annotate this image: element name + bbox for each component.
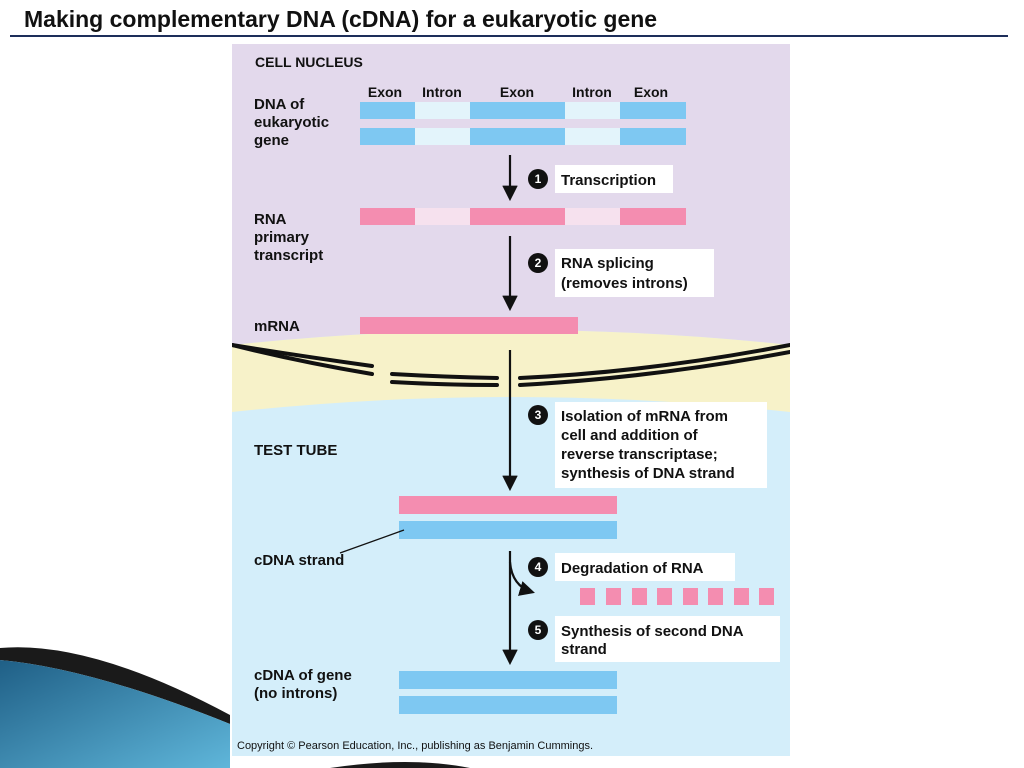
slide-title: Making complementary DNA (cDNA) for a eu… xyxy=(24,6,658,32)
cdna-gene-strand-1 xyxy=(399,671,617,689)
mrna-template-strand xyxy=(399,496,617,514)
row-label-dna: DNA of eukaryotic gene xyxy=(254,96,329,149)
step-1-badge xyxy=(528,169,548,189)
header-exon-2: Exon xyxy=(500,84,534,100)
dna-exon-1-bottom xyxy=(360,128,415,145)
step-5-badge xyxy=(528,620,548,640)
dna-intron-2-top xyxy=(565,102,620,119)
step-1-text: Transcription xyxy=(561,172,656,189)
step-4-number: 4 xyxy=(535,560,542,574)
rna-fragment xyxy=(580,588,595,605)
rna-fragment xyxy=(734,588,749,605)
title-divider xyxy=(10,35,1008,37)
row-label-rna-line-1: RNA xyxy=(254,211,287,228)
cell-nucleus-label: CELL NUCLEUS xyxy=(255,54,363,70)
rna-exon-1 xyxy=(360,208,415,225)
rna-exon-2 xyxy=(470,208,565,225)
header-exon-3: Exon xyxy=(634,84,668,100)
step-3-text-line-1: Isolation of mRNA from xyxy=(561,408,728,425)
segment-headers: Exon Intron Exon Intron Exon xyxy=(368,84,668,100)
process-arrows xyxy=(502,155,535,666)
step-3-text-line-4: synthesis of DNA strand xyxy=(561,465,735,482)
cdna-first-strand xyxy=(399,521,617,539)
row-label-cdna-gene-line-1: cDNA of gene xyxy=(254,667,352,684)
dna-intron-1-top xyxy=(415,102,470,119)
row-label-dna-line-3: gene xyxy=(254,132,289,149)
step-2-text-line-1: RNA splicing xyxy=(561,255,654,272)
step-3-box xyxy=(555,402,767,488)
step-3-badge xyxy=(528,405,548,425)
row-label-cdna-gene-line-2: (no introns) xyxy=(254,685,337,702)
step-2-text-line-2: (removes introns) xyxy=(561,275,688,292)
step-2: 2 RNA splicing (removes introns) xyxy=(528,249,714,297)
header-intron-1: Intron xyxy=(422,84,462,100)
step-5-text-line-1: Synthesis of second DNA xyxy=(561,623,744,640)
cdna-gene-strand-2 xyxy=(399,696,617,714)
dna-gene-strands xyxy=(360,102,686,145)
arrow-degradation xyxy=(508,561,535,596)
test-tube-label: TEST TUBE xyxy=(254,442,337,459)
degraded-rna-fragments xyxy=(580,588,774,605)
dna-exon-3-bottom xyxy=(620,128,686,145)
step-1: 1 Transcription xyxy=(528,165,673,193)
dna-intron-1-bottom xyxy=(415,128,470,145)
dna-exon-1-top xyxy=(360,102,415,119)
dna-intron-2-bottom xyxy=(565,128,620,145)
rna-fragment xyxy=(632,588,647,605)
step-4-badge xyxy=(528,557,548,577)
row-label-cdna-gene: cDNA of gene (no introns) xyxy=(254,667,352,702)
step-3-text-line-3: reverse transcriptase; xyxy=(561,446,718,463)
step-5-text-line-2: strand xyxy=(561,641,607,658)
copyright-notice: Copyright © Pearson Education, Inc., pub… xyxy=(237,740,593,752)
step-1-box xyxy=(555,165,673,193)
rna-primary-transcript xyxy=(360,208,686,225)
row-label-mrna: mRNA xyxy=(254,318,300,335)
dna-exon-3-top xyxy=(620,102,686,119)
rna-exon-3 xyxy=(620,208,686,225)
step-3-number: 3 xyxy=(535,408,542,422)
rna-fragment xyxy=(759,588,774,605)
row-label-dna-line-2: eukaryotic xyxy=(254,114,329,131)
step-4-box xyxy=(555,553,735,581)
dna-exon-2-top xyxy=(470,102,565,119)
step-3: 3 Isolation of mRNA from cell and additi… xyxy=(528,402,767,488)
header-intron-2: Intron xyxy=(572,84,612,100)
dna-exon-2-bottom xyxy=(470,128,565,145)
step-4-text: Degradation of RNA xyxy=(561,560,704,577)
rna-intron-1 xyxy=(415,208,470,225)
row-label-cdna-strand: cDNA strand xyxy=(254,552,344,569)
step-5-box xyxy=(555,616,780,662)
rna-fragment xyxy=(606,588,621,605)
step-2-number: 2 xyxy=(535,256,542,270)
row-label-rna-primary: RNA primary transcript xyxy=(254,211,323,264)
rna-fragment xyxy=(683,588,698,605)
mrna-strand xyxy=(360,317,578,334)
rna-fragment xyxy=(657,588,672,605)
header-exon-1: Exon xyxy=(368,84,402,100)
step-4: 4 Degradation of RNA xyxy=(528,553,735,581)
row-label-rna-line-3: transcript xyxy=(254,247,323,264)
corner-swoosh xyxy=(0,647,470,768)
step-2-badge xyxy=(528,253,548,273)
step-3-text-line-2: cell and addition of xyxy=(561,427,699,444)
step-1-number: 1 xyxy=(535,172,542,186)
step-5-number: 5 xyxy=(535,623,542,637)
step-5: 5 Synthesis of second DNA strand xyxy=(528,616,780,662)
step-2-box xyxy=(555,249,714,297)
row-label-dna-line-1: DNA of xyxy=(254,96,305,113)
nuclear-membrane xyxy=(232,343,790,387)
row-label-rna-line-2: primary xyxy=(254,229,310,246)
rna-fragment xyxy=(708,588,723,605)
rna-intron-2 xyxy=(565,208,620,225)
cdna-strand-pointer xyxy=(339,529,405,554)
